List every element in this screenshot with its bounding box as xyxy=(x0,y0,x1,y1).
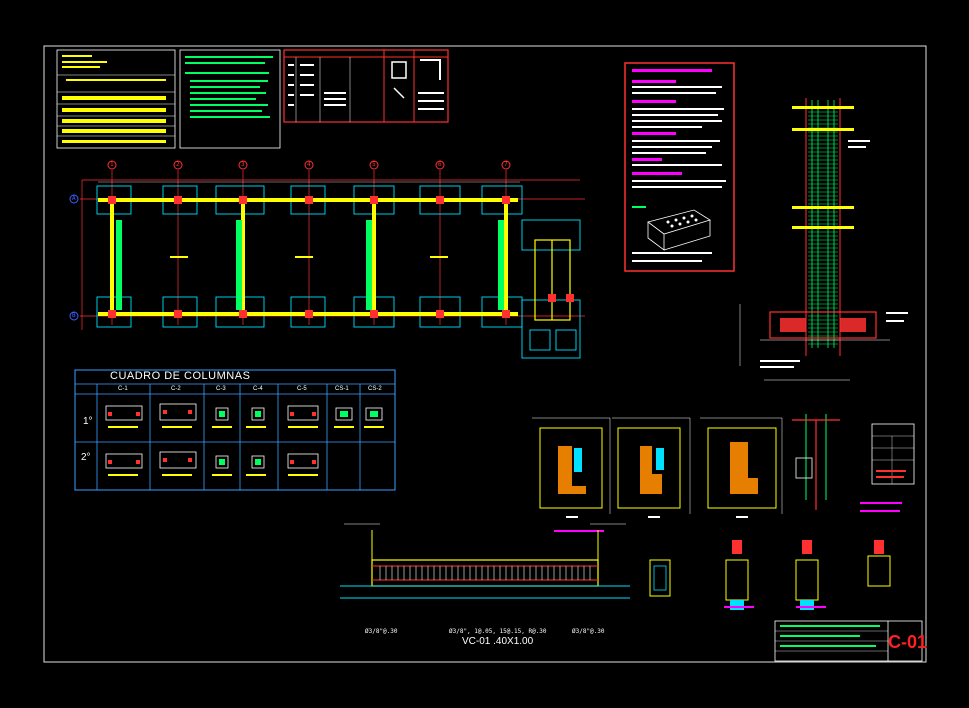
general-notes-box xyxy=(179,49,281,149)
grid-label-5: 5 xyxy=(372,161,376,168)
column-header-cs2: CS-2 xyxy=(368,386,382,392)
beam-spec-center: Ø3/8", 1@.05, 15@.15, R@.30 xyxy=(449,628,547,635)
hook-detail-table xyxy=(283,49,449,123)
beam-title: VC-01 .40X1.00 xyxy=(462,636,534,647)
grid-label-7: 7 xyxy=(504,161,508,168)
beam-spec-left: Ø3/8"@.30 xyxy=(365,628,398,635)
sheet-code: C-01 xyxy=(888,632,928,652)
grid-label-2: 2 xyxy=(176,161,180,168)
specifications-box xyxy=(624,62,735,272)
column-header-c4: C-4 xyxy=(253,386,263,392)
wall-junction-detail xyxy=(792,414,915,510)
grid-label-6: 6 xyxy=(438,161,442,168)
foundation-plan xyxy=(69,160,585,359)
column-header-c2: C-2 xyxy=(171,386,181,392)
level-label-2: 2° xyxy=(81,452,91,463)
level-label-1: 1° xyxy=(83,416,93,427)
grid-label-3: 3 xyxy=(241,161,245,168)
grid-label-a: A xyxy=(72,195,76,202)
column-table-title: CUADRO DE COLUMNAS xyxy=(110,370,251,382)
column-elevation xyxy=(739,98,908,381)
grid-label-1: 1 xyxy=(110,161,114,168)
grid-label-4: 4 xyxy=(307,161,311,168)
notes-table xyxy=(56,49,176,149)
column-header-c5: C-5 xyxy=(297,386,307,392)
column-header-c3: C-3 xyxy=(216,386,226,392)
beam-spec-right: Ø3/8"@.30 xyxy=(572,628,605,635)
column-schedule-table xyxy=(74,369,396,491)
sheet-border xyxy=(43,45,927,663)
grid-label-b: B xyxy=(72,312,76,319)
column-header-cs1: CS-1 xyxy=(335,386,349,392)
wall-sections xyxy=(724,540,891,610)
column-header-c1: C-1 xyxy=(118,386,128,392)
beam-elevation xyxy=(340,523,671,599)
title-block xyxy=(774,620,923,662)
footing-details xyxy=(532,417,902,532)
